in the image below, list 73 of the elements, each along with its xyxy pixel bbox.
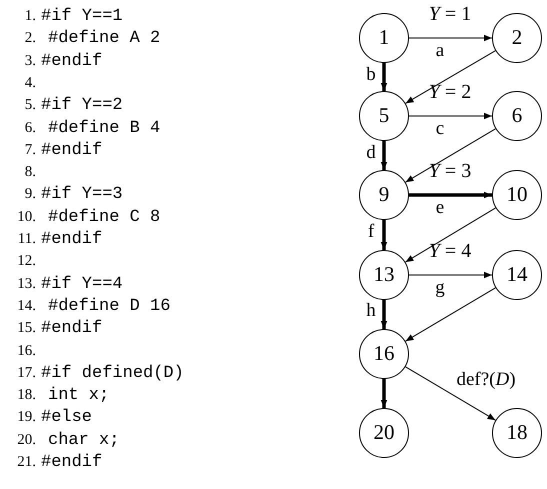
code-line: #if Y==1 (41, 6, 123, 28)
node-label: 20 (374, 419, 394, 446)
node-label: 2 (512, 24, 522, 52)
node-label: 16 (374, 340, 394, 368)
line-number: 2. (24, 29, 36, 48)
line-number: 13. (16, 274, 36, 294)
line-number: 16. (16, 342, 36, 360)
code-line: int x; (48, 385, 110, 408)
edge-label: h (365, 303, 377, 319)
line-number: 5. (24, 96, 36, 116)
arrow (380, 379, 388, 408)
line-number: 12. (16, 252, 36, 272)
arrow (405, 287, 496, 342)
line-number: 9. (24, 185, 36, 204)
arrow (408, 34, 492, 42)
edge-label: def?(D) (455, 372, 517, 388)
line-number: 8. (24, 163, 36, 182)
node-label: 6 (512, 102, 522, 130)
edge-label: b (365, 67, 377, 83)
line-number: 7. (24, 140, 36, 160)
node-label: 10 (506, 181, 528, 208)
code-line: char x; (48, 430, 120, 452)
code-line: #endif (41, 452, 102, 474)
edge-label: f (366, 224, 376, 240)
edge-label: d (365, 145, 377, 161)
code-line: #if Y==4 (41, 274, 123, 296)
arrow (405, 50, 496, 104)
arrow (409, 192, 492, 198)
line-number: 17. (16, 364, 36, 383)
code-line: #endif (41, 318, 102, 340)
node-label: 13 (374, 261, 394, 288)
edge-label: g (434, 280, 446, 296)
code-line: #define C 8 (48, 206, 160, 229)
code-line: #define D 16 (48, 296, 170, 318)
line-number: 21. (16, 453, 36, 472)
node-label: 5 (378, 102, 390, 130)
line-number: 19. (16, 408, 36, 428)
line-number: 14. (16, 296, 36, 316)
line-number: 10. (16, 208, 36, 227)
node-label: 1 (378, 24, 390, 52)
line-number: 4. (24, 74, 36, 93)
code-line: #if Y==2 (41, 95, 123, 118)
code-line: #endif (41, 140, 102, 162)
arrow (408, 112, 492, 120)
condition-label: Y = 4 (428, 241, 472, 261)
condition-label: Y = 1 (428, 4, 472, 24)
arrow (380, 300, 388, 329)
code-line: #if defined(D) (41, 362, 184, 385)
line-number: 15. (16, 319, 36, 338)
condition-label: Y = 3 (428, 161, 472, 181)
node-label: 18 (506, 419, 528, 446)
line-number: 1. (24, 7, 36, 26)
code-line: #else (41, 407, 92, 430)
code-line: #define B 4 (48, 118, 160, 140)
condition-label: Y = 2 (428, 82, 472, 102)
line-number: 11. (16, 230, 36, 249)
code-line: #define A 2 (48, 28, 160, 50)
arrow (405, 366, 496, 421)
arrow (380, 141, 388, 170)
code-line: #endif (41, 229, 102, 251)
code-line: #if Y==3 (41, 184, 123, 206)
line-number: 3. (24, 52, 36, 71)
arrow (380, 220, 388, 250)
arrow (408, 272, 492, 278)
arrow (405, 128, 496, 183)
arrow (404, 207, 496, 263)
node-label: 14 (506, 261, 528, 288)
code-line: #endif (41, 50, 102, 73)
node-label: 9 (378, 181, 390, 208)
line-number: 18. (16, 386, 36, 406)
line-number: 6. (24, 118, 36, 138)
arrow (380, 63, 388, 91)
line-number: 20. (16, 430, 36, 450)
